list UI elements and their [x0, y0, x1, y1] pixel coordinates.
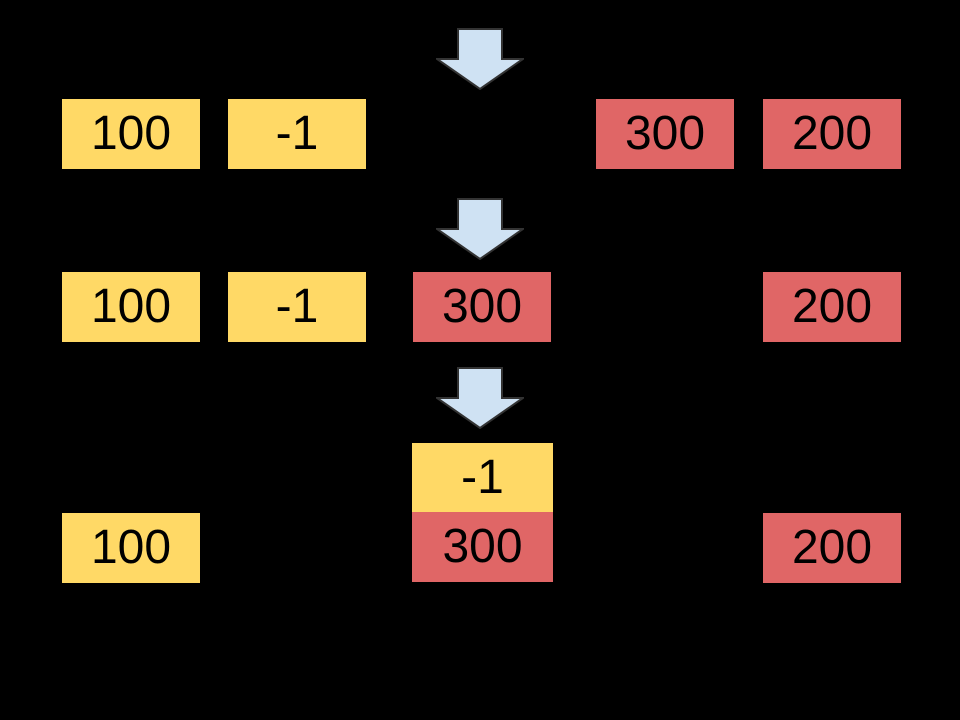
array-cell: 100: [62, 272, 200, 342]
array-cell: 200: [763, 272, 901, 342]
array-cell: 200: [763, 513, 901, 583]
array-cell: 300: [413, 272, 551, 342]
array-cell: -1: [228, 272, 366, 342]
down-arrow-icon: [436, 198, 524, 260]
array-cell: 100: [62, 99, 200, 169]
array-cell: -1: [228, 99, 366, 169]
array-cell: 100: [62, 513, 200, 583]
stacked-cell-top: -1: [412, 443, 553, 512]
array-cell: 200: [763, 99, 901, 169]
down-arrow-icon: [436, 28, 524, 90]
array-cell: 300: [596, 99, 734, 169]
stacked-cell-bottom: 300: [412, 512, 553, 582]
down-arrow-icon: [436, 367, 524, 429]
